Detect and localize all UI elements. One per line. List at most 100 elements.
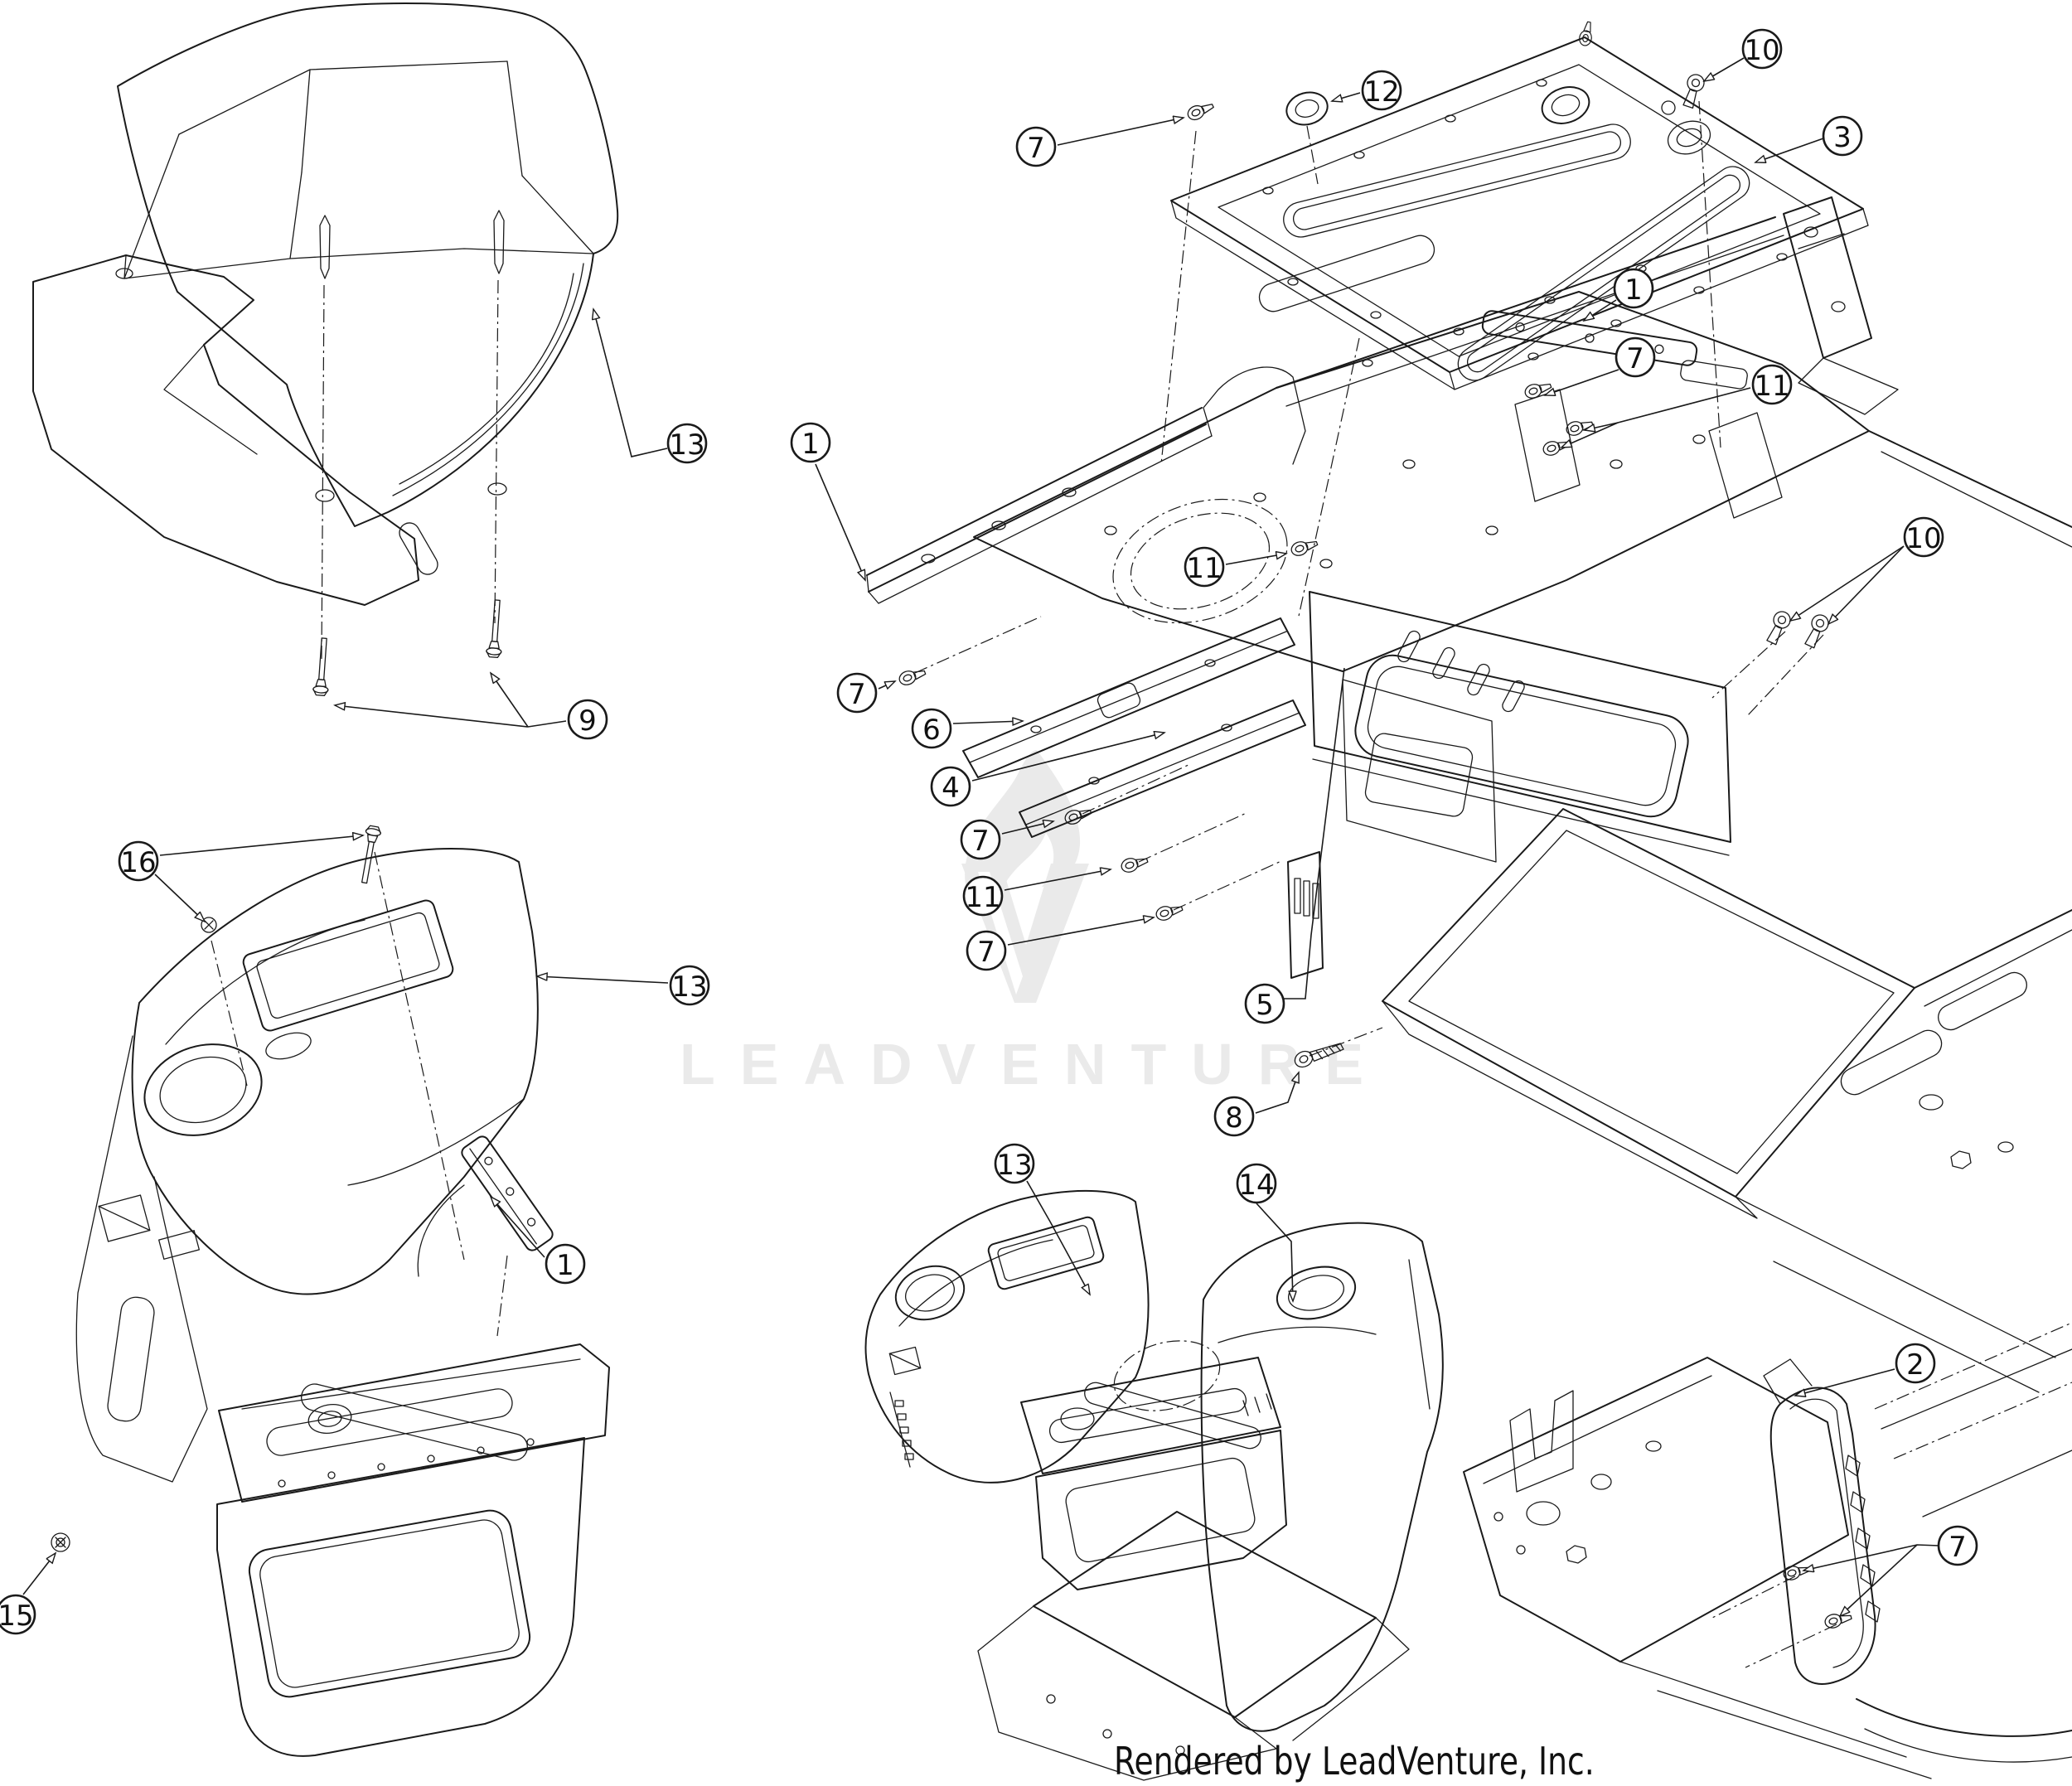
callout-number-11: 11 (1186, 552, 1222, 585)
seat-plate-figure (1160, 20, 1869, 621)
callout-number-1: 1 (801, 428, 820, 461)
callout-circle-13[interactable] (666, 423, 708, 464)
callout-circle-5[interactable] (1244, 983, 1285, 1024)
callout-number-16: 16 (120, 846, 156, 879)
callout-number-13: 13 (669, 428, 704, 462)
callout-5[interactable]: 5 (1244, 667, 1345, 1024)
callout-16[interactable]: 16 (118, 835, 363, 922)
shoulder-screw-15 (51, 1532, 70, 1552)
callout-13[interactable]: 13 (994, 1143, 1090, 1295)
callout-circle-1[interactable] (545, 1243, 586, 1285)
callout-number-15: 15 (0, 1600, 34, 1633)
callout-7[interactable]: 7 (836, 672, 895, 714)
callout-10[interactable]: 10 (1704, 28, 1783, 81)
callout-number-9: 9 (579, 704, 597, 738)
leader-line-13 (1026, 1180, 1090, 1295)
callout-circle-11[interactable] (1184, 546, 1225, 588)
callout-number-5: 5 (1256, 989, 1274, 1022)
callout-circle-13[interactable] (994, 1143, 1035, 1184)
callout-11[interactable]: 11 (1184, 546, 1286, 588)
rear-fender-figure (32, 2, 619, 697)
callout-circle-9[interactable] (567, 699, 608, 740)
callout-circle-10[interactable] (1741, 28, 1783, 70)
callout-circle-7[interactable] (836, 672, 878, 714)
callout-circle-7[interactable] (1937, 1525, 1978, 1566)
callout-circle-1[interactable] (790, 422, 831, 463)
leader-line-5 (1284, 667, 1345, 999)
leader-line-11 (1225, 554, 1286, 565)
callout-circle-3[interactable] (1822, 115, 1863, 157)
leader-line-16 (154, 874, 205, 922)
callout-12[interactable]: 12 (1332, 70, 1402, 111)
callout-7[interactable]: 7 (966, 917, 1154, 971)
leader-line-14 (1256, 1203, 1293, 1301)
leader-line-7 (1057, 118, 1184, 146)
callout-1[interactable]: 1 (790, 422, 865, 580)
callout-circle-1[interactable] (1613, 268, 1654, 309)
callout-circle-7[interactable] (1015, 126, 1057, 167)
callout-13[interactable]: 13 (593, 309, 708, 464)
callout-circle-4[interactable] (930, 766, 971, 807)
leader-line-11 (1004, 869, 1111, 891)
callout-circle-16[interactable] (118, 840, 159, 882)
callout-circle-7[interactable] (966, 930, 1007, 971)
callout-2[interactable]: 2 (1795, 1343, 1936, 1396)
callout-10[interactable]: 10 (1790, 516, 1944, 624)
callout-number-10: 10 (1905, 522, 1941, 555)
callout-13[interactable]: 13 (537, 965, 710, 1006)
callout-7[interactable]: 7 (960, 819, 1053, 860)
callout-15[interactable]: 15 (0, 1553, 56, 1635)
leader-line-1 (815, 463, 865, 580)
callout-number-13: 13 (996, 1149, 1032, 1182)
leader-line-13 (537, 976, 669, 984)
callout-circle-2[interactable] (1895, 1343, 1936, 1384)
frame-bracket-strip (1481, 310, 1698, 366)
callout-circle-13[interactable] (669, 965, 710, 1006)
leader-line-4 (971, 733, 1164, 782)
callout-number-13: 13 (671, 970, 707, 1004)
leader-line-7 (1007, 917, 1154, 946)
callout-circle-12[interactable] (1361, 70, 1402, 111)
leader-line-10 (1828, 545, 1905, 624)
callout-circle-11[interactable] (1751, 364, 1793, 405)
callout-7[interactable]: 7 (1015, 118, 1184, 167)
callout-number-8: 8 (1225, 1101, 1243, 1135)
callout-number-12: 12 (1363, 75, 1399, 109)
leader-line-6 (952, 721, 1023, 724)
callout-circle-6[interactable] (911, 708, 952, 749)
callout-6[interactable]: 6 (911, 708, 1023, 749)
leader-line-7 (1545, 369, 1619, 395)
leader-line-8 (1255, 1072, 1299, 1114)
callout-number-7: 7 (977, 936, 995, 969)
callout-circle-8[interactable] (1213, 1096, 1255, 1137)
callout-circle-7[interactable] (960, 819, 1001, 860)
callout-8[interactable]: 8 (1213, 1072, 1299, 1137)
callout-number-11: 11 (965, 881, 1000, 914)
callout-7[interactable]: 7 (1803, 1525, 1978, 1616)
callout-number-7: 7 (848, 678, 866, 711)
callout-3[interactable]: 3 (1755, 115, 1863, 162)
callout-14[interactable]: 14 (1236, 1163, 1293, 1301)
callout-circle-15[interactable] (0, 1594, 36, 1635)
leader-line-1 (1584, 299, 1617, 321)
callout-9[interactable]: 9 (335, 673, 608, 740)
footrest-dimple-grid-small (1033, 1511, 1377, 1718)
callout-1[interactable]: 1 (491, 1197, 586, 1285)
leader-line-13 (593, 309, 668, 457)
leader-line-7 (878, 681, 895, 689)
callout-number-11: 11 (1754, 370, 1789, 403)
callout-number-2: 2 (1906, 1348, 1924, 1382)
callout-11[interactable]: 11 (962, 869, 1111, 917)
callout-7[interactable]: 7 (1545, 336, 1656, 395)
callout-circle-7[interactable] (1615, 336, 1656, 378)
callout-1[interactable]: 1 (1584, 268, 1654, 321)
callout-circle-10[interactable] (1903, 516, 1944, 558)
callout-11[interactable]: 11 (1561, 364, 1793, 448)
callout-number-10: 10 (1744, 34, 1779, 67)
callout-4[interactable]: 4 (930, 733, 1164, 807)
callout-circle-14[interactable] (1236, 1163, 1277, 1204)
callout-circle-11[interactable] (962, 875, 1004, 917)
callout-number-1: 1 (556, 1249, 574, 1282)
